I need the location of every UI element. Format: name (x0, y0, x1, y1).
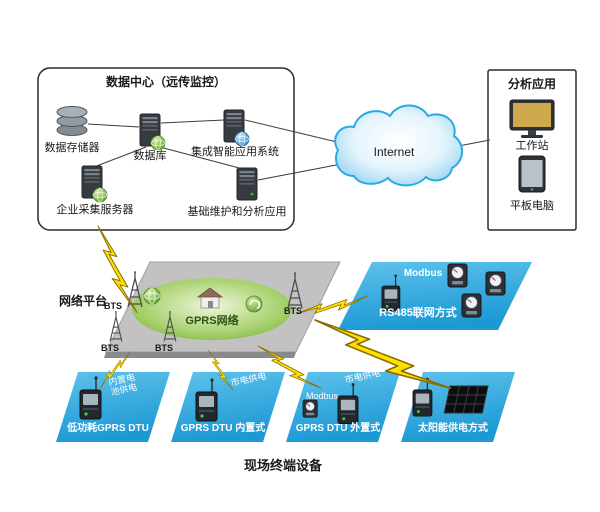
integrated-app-label: 集成智能应用系统 (191, 146, 279, 158)
rs485-panel (338, 262, 532, 330)
gprs-label: GPRS网络 (185, 315, 239, 327)
collection-globe-icon (92, 187, 108, 203)
storage-label: 数据存储器 (44, 142, 100, 154)
tablet-label: 平板电脑 (510, 200, 554, 212)
terminal-label: 低功耗GPRS DTU (67, 423, 149, 434)
rs485-label: RS485联网方式 (379, 307, 457, 319)
analysis-title: 分析应用 (507, 77, 556, 91)
rs485-modbus-label: Modbus (403, 268, 443, 279)
terminal-modbus-label: Modbus (305, 391, 339, 401)
terminal-label: GPRS DTU 外置式 (295, 423, 381, 434)
database-label: 数据库 (133, 150, 167, 162)
bts-label: BTS (104, 301, 122, 311)
internet-cloud (334, 104, 463, 187)
bts-label: BTS (101, 343, 119, 353)
maintenance-app-label: 基础维护和分析应用 (187, 206, 287, 218)
green-globe-icon (143, 287, 161, 305)
bts-label: BTS (284, 306, 302, 316)
terminal-label: 太阳能供电方式 (418, 423, 488, 434)
bts-label: BTS (155, 343, 173, 353)
network-platform-edge (104, 352, 296, 358)
collection-server-label: 企业采集服务器 (56, 204, 134, 216)
database-globe-icon (150, 135, 166, 151)
maintenance-server-icon (236, 167, 258, 201)
terminal-label: GPRS DTU 内置式 (180, 423, 266, 434)
gprs-cloud (132, 278, 292, 340)
solar-panel-icon (443, 385, 489, 414)
internet-label: Internet (373, 145, 415, 159)
tablet-icon (518, 155, 546, 193)
data-center-title: 数据中心（远传监控） (105, 75, 226, 89)
footer-title: 现场终端设备 (243, 458, 322, 473)
swirl-sphere-icon (245, 295, 263, 313)
terminal-panel-2 (171, 372, 285, 442)
workstation-label: 工作站 (515, 140, 549, 152)
network-platform-label: 网络平台 (58, 294, 107, 308)
meter-icon (485, 271, 506, 296)
meter-icon (302, 399, 318, 418)
integrated-app-globe-icon (234, 131, 250, 147)
storage-icon (56, 106, 88, 136)
